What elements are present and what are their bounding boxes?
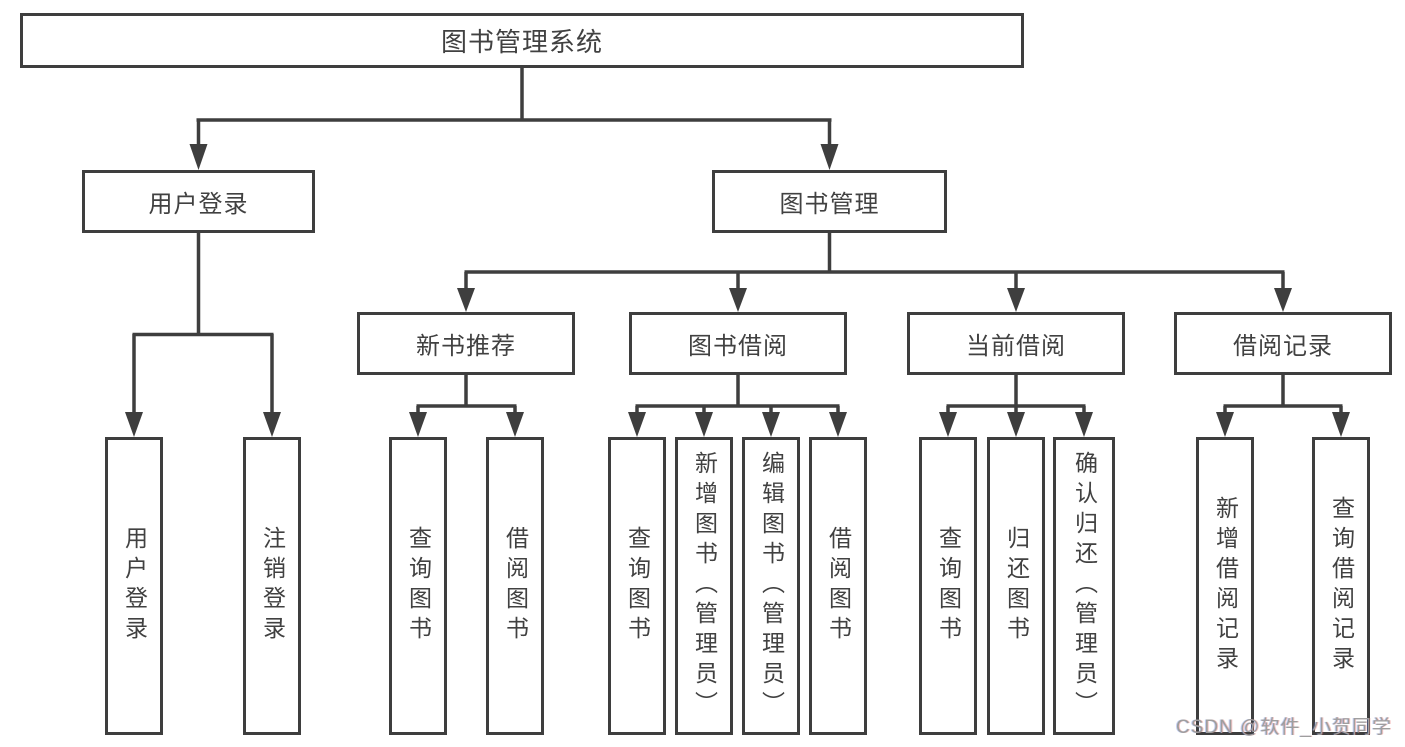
leaf-logout: 注销登录 (243, 437, 301, 735)
node-label: 借阅图书 (825, 526, 852, 646)
node-root-system: 图书管理系统 (20, 13, 1024, 68)
node-label: 图书管理系统 (440, 27, 603, 57)
user-login-connectors (125, 233, 281, 437)
node-label: 查询图书 (624, 526, 651, 646)
leaf-query-books-borrow: 查询图书 (608, 437, 666, 735)
node-label: 借阅记录 (1233, 333, 1333, 360)
node-borrow-records: 借阅记录 (1174, 312, 1392, 375)
node-current-borrow: 当前借阅 (907, 312, 1125, 375)
leaf-borrow-books-recommend: 借阅图书 (486, 437, 544, 735)
node-label: 图书管理 (779, 191, 880, 218)
leaf-query-borrow-record: 查询借阅记录 (1312, 437, 1370, 735)
leaf-edit-book-admin: 编辑图书（管理员） (742, 437, 800, 735)
leaf-connectors (409, 375, 1350, 437)
leaf-query-books-recommend: 查询图书 (389, 437, 447, 735)
leaf-borrow-books: 借阅图书 (809, 437, 867, 735)
leaf-user-login: 用户登录 (105, 437, 163, 735)
leaf-add-book-admin: 新增图书（管理员） (675, 437, 733, 735)
node-label: 用户登录 (121, 526, 148, 646)
leaf-query-books-current: 查询图书 (919, 437, 977, 735)
node-label: 当前借阅 (966, 333, 1066, 360)
node-label: 查询图书 (935, 526, 962, 646)
node-book-borrow: 图书借阅 (629, 312, 847, 375)
node-label: 图书借阅 (688, 333, 788, 360)
node-label: 借阅图书 (502, 526, 529, 646)
book-management-connectors (457, 233, 1292, 312)
node-label: 新增图书（管理员） (691, 451, 718, 721)
node-label: 新增借阅记录 (1212, 496, 1239, 676)
node-label: 注销登录 (259, 526, 286, 646)
node-label: 归还图书 (1003, 526, 1030, 646)
node-user-login: 用户登录 (82, 170, 315, 233)
node-label: 查询借阅记录 (1328, 496, 1355, 676)
node-label: 查询图书 (405, 526, 432, 646)
node-book-management: 图书管理 (712, 170, 947, 233)
node-label: 编辑图书（管理员） (758, 451, 785, 721)
leaf-add-borrow-record: 新增借阅记录 (1196, 437, 1254, 735)
node-label: 新书推荐 (416, 333, 516, 360)
node-label: 确认归还（管理员） (1071, 451, 1098, 721)
root-connectors (189, 68, 839, 170)
leaf-confirm-return-admin: 确认归还（管理员） (1053, 437, 1115, 735)
node-new-book-recommend: 新书推荐 (357, 312, 575, 375)
leaf-return-book: 归还图书 (987, 437, 1045, 735)
node-label: 用户登录 (148, 191, 249, 218)
